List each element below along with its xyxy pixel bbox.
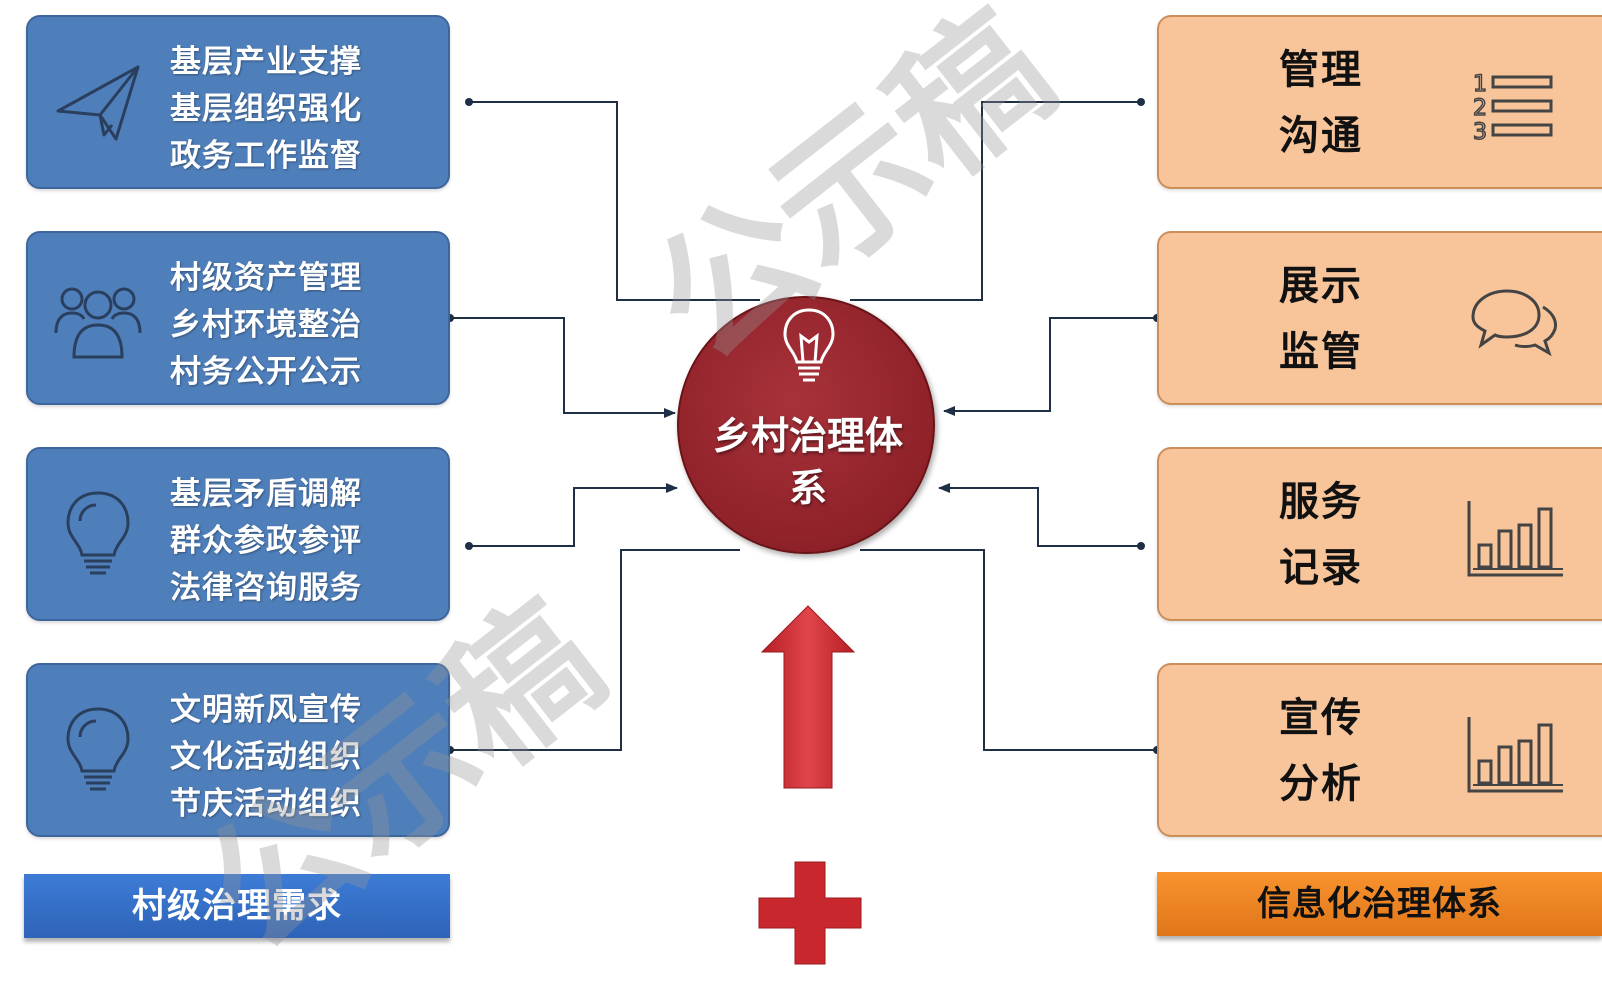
plus-icon bbox=[758, 861, 862, 965]
need-text: 群众参政参评 bbox=[170, 523, 362, 559]
numbered-list-icon: 1 2 3 bbox=[1459, 57, 1563, 153]
speech-bubbles-icon bbox=[1459, 273, 1563, 369]
system-text: 分析 bbox=[1279, 761, 1363, 807]
need-text: 政务工作监督 bbox=[170, 138, 362, 174]
need-text: 村级资产管理 bbox=[170, 260, 362, 296]
need-box-4: 文明新风宣传 文化活动组织 节庆活动组织 bbox=[26, 663, 450, 837]
need-box-3: 基层矛盾调解 群众参政参评 法律咨询服务 bbox=[26, 447, 450, 621]
need-text: 乡村环境整治 bbox=[170, 307, 362, 343]
need-text: 村务公开公示 bbox=[170, 354, 362, 390]
connector-left-2 bbox=[450, 317, 676, 418]
center-circle: 乡村治理体 系 bbox=[677, 296, 935, 554]
bar-chart-icon bbox=[1459, 705, 1563, 801]
svg-text:2: 2 bbox=[1473, 96, 1487, 121]
need-text: 基层矛盾调解 bbox=[170, 476, 362, 512]
connector-left-3 bbox=[469, 483, 678, 547]
system-box-3: 服务 记录 bbox=[1157, 447, 1602, 621]
system-text: 展示 bbox=[1279, 263, 1363, 309]
system-text: 宣传 bbox=[1279, 695, 1363, 741]
svg-text:3: 3 bbox=[1473, 120, 1487, 145]
lightbulb-icon bbox=[50, 701, 146, 797]
system-text: 服务 bbox=[1279, 479, 1363, 525]
system-box-4: 宣传 分析 bbox=[1157, 663, 1602, 837]
up-arrow-icon bbox=[760, 605, 856, 789]
connector-left-1 bbox=[469, 101, 760, 301]
need-box-1: 基层产业支撑 基层组织强化 政务工作监督 bbox=[26, 15, 450, 189]
paper-plane-icon bbox=[50, 53, 146, 149]
system-box-2: 展示 监管 bbox=[1157, 231, 1602, 405]
need-box-2: 村级资产管理 乡村环境整治 村务公开公示 bbox=[26, 231, 450, 405]
bar-chart-icon bbox=[1459, 489, 1563, 585]
need-text: 基层产业支撑 bbox=[170, 44, 362, 80]
people-group-icon bbox=[50, 269, 146, 365]
center-title-line1: 乡村治理体 bbox=[712, 414, 903, 458]
need-text: 文化活动组织 bbox=[170, 739, 362, 775]
svg-text:1: 1 bbox=[1473, 72, 1487, 97]
connector-right-1 bbox=[850, 101, 1141, 301]
connector-left-4 bbox=[450, 549, 740, 751]
system-text: 沟通 bbox=[1279, 113, 1363, 159]
connector-right-2 bbox=[943, 317, 1157, 416]
system-box-1: 管理 沟通 1 2 3 bbox=[1157, 15, 1602, 189]
connector-right-3 bbox=[938, 483, 1141, 547]
need-text: 基层组织强化 bbox=[170, 91, 362, 127]
need-text: 法律咨询服务 bbox=[170, 570, 362, 606]
label-village-needs: 村级治理需求 bbox=[24, 874, 450, 938]
lightbulb-icon bbox=[50, 485, 146, 581]
system-text: 管理 bbox=[1279, 47, 1363, 93]
lightbulb-icon bbox=[783, 308, 835, 382]
center-title-line2: 系 bbox=[788, 466, 827, 510]
label-info-system: 信息化治理体系 bbox=[1157, 872, 1602, 936]
system-text: 记录 bbox=[1279, 545, 1363, 591]
connector-right-4 bbox=[860, 549, 1157, 751]
need-text: 文明新风宣传 bbox=[170, 692, 362, 728]
system-text: 监管 bbox=[1279, 329, 1363, 375]
need-text: 节庆活动组织 bbox=[170, 786, 362, 822]
center-title: 乡村治理体 系 bbox=[679, 410, 937, 514]
